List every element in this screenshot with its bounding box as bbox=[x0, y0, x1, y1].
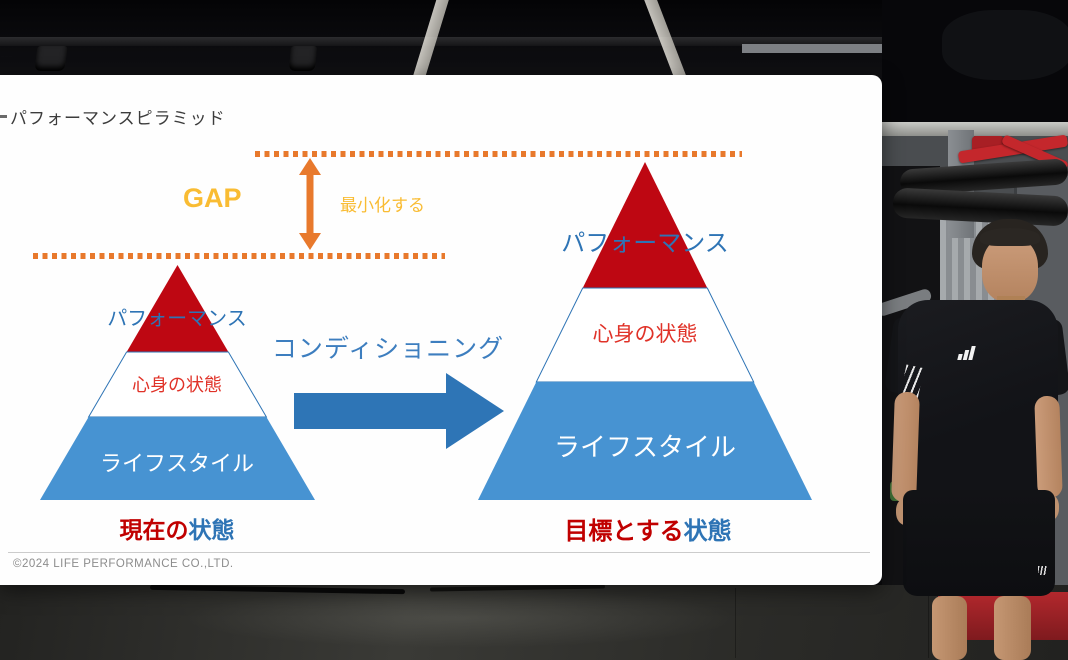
pyramid-current-bottom-section bbox=[40, 417, 315, 500]
spotlight-fixture bbox=[288, 46, 318, 71]
target-state-caption-red: 目標とする bbox=[564, 518, 684, 545]
presenter-shorts bbox=[903, 490, 1055, 596]
pyramid-target-top-label: パフォーマンス bbox=[561, 230, 729, 257]
pyramid-target-bottom-label: ライフスタイル bbox=[553, 432, 736, 462]
floor-reflection bbox=[180, 588, 740, 648]
gap-dotted-line-bottom bbox=[33, 253, 445, 259]
right-arrow-icon bbox=[294, 373, 504, 449]
presenter-tshirt bbox=[898, 300, 1058, 502]
presenter-leg bbox=[932, 596, 967, 660]
gym-floor bbox=[0, 585, 1068, 660]
ceiling-bracket bbox=[742, 44, 907, 53]
pyramid-target-top-section bbox=[582, 162, 708, 288]
title-bullet bbox=[0, 115, 7, 118]
pyramid-target bbox=[478, 162, 812, 500]
presenter-arm bbox=[891, 391, 920, 503]
wall-beam bbox=[882, 122, 1068, 136]
gap-minimize-note: 最小化する bbox=[340, 196, 425, 215]
pyramid-current bbox=[40, 265, 315, 500]
spotlight-fixture bbox=[34, 46, 68, 71]
target-state-caption: 目標とする状態 bbox=[523, 511, 773, 546]
floor-seam bbox=[928, 588, 929, 658]
adidas-logo bbox=[957, 346, 978, 360]
lighting-rail bbox=[0, 37, 940, 46]
footer-divider bbox=[8, 552, 870, 553]
pyramid-current-bottom-label: ライフスタイル bbox=[99, 451, 254, 476]
target-state-caption-blue: 状態 bbox=[683, 518, 732, 545]
gym-ceiling-right bbox=[882, 0, 1068, 128]
presentation-slide: パフォーマンスピラミッド GAP 最小化する コンディショニング パフォーマンス… bbox=[0, 75, 882, 585]
gap-double-arrow-icon bbox=[299, 158, 321, 250]
gap-label: GAP bbox=[183, 183, 242, 213]
pyramid-current-top-label: パフォーマンス bbox=[107, 308, 247, 330]
pyramid-target-bottom-section bbox=[478, 382, 812, 500]
presenter-arm bbox=[1034, 395, 1063, 499]
pyramid-current-middle-label: 心身の状態 bbox=[132, 375, 222, 395]
presenter-leg bbox=[994, 596, 1031, 660]
pyramid-target-middle-label: 心身の状態 bbox=[592, 323, 698, 346]
gap-dotted-line-top bbox=[255, 151, 742, 157]
current-state-caption-red: 現在の bbox=[119, 517, 189, 543]
presenter-hair-fringe bbox=[980, 228, 1040, 246]
floor-seam bbox=[735, 588, 736, 658]
slide-title: パフォーマンスピラミッド bbox=[10, 109, 226, 128]
pyramid-current-top-section bbox=[126, 265, 229, 352]
conditioning-label: コンディショニング bbox=[271, 335, 505, 363]
current-state-caption-blue: 状態 bbox=[188, 517, 235, 543]
copyright-text: ©2024 LIFE PERFORMANCE CO.,LTD. bbox=[13, 558, 234, 570]
presenter-face bbox=[982, 236, 1038, 302]
adidas-logo-shorts bbox=[1038, 566, 1047, 575]
ceiling-vent bbox=[942, 10, 1068, 80]
current-state-caption: 現在の状態 bbox=[57, 511, 297, 545]
